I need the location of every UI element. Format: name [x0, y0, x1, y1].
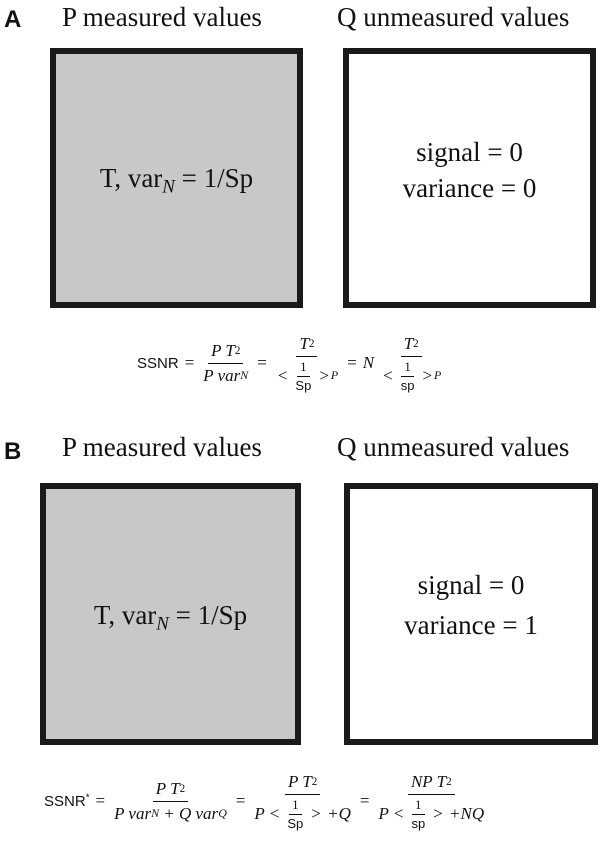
panel-a-measured-box: T, varN = 1/Sp	[50, 48, 303, 308]
panel-b-left-heading: P measured values	[62, 432, 262, 462]
panel-a-unmeasured-box: signal = 0 variance = 0	[343, 48, 596, 308]
panel-b-measured-box: T, varN = 1/Sp	[40, 483, 301, 745]
panel-b-right-heading: Q unmeasured values	[337, 432, 570, 462]
panel-a-signal-text: signal = 0	[416, 137, 523, 167]
panel-b-measured-label: T, varN = 1/Sp	[93, 600, 248, 635]
panel-b-label: B	[4, 438, 22, 465]
panel-a-right-heading: Q unmeasured values	[337, 2, 570, 32]
panel-a-label: A	[4, 6, 22, 33]
panel-a-measured-label: T, varN = 1/Sp	[99, 163, 254, 198]
panel-b-variance-text: variance = 1	[404, 610, 538, 640]
panel-a-left-heading: P measured values	[62, 2, 262, 32]
panel-b-unmeasured-box: signal = 0 variance = 1	[344, 483, 598, 745]
panel-a-variance-text: variance = 0	[402, 173, 537, 203]
panel-b-signal-text: signal = 0	[417, 570, 525, 600]
